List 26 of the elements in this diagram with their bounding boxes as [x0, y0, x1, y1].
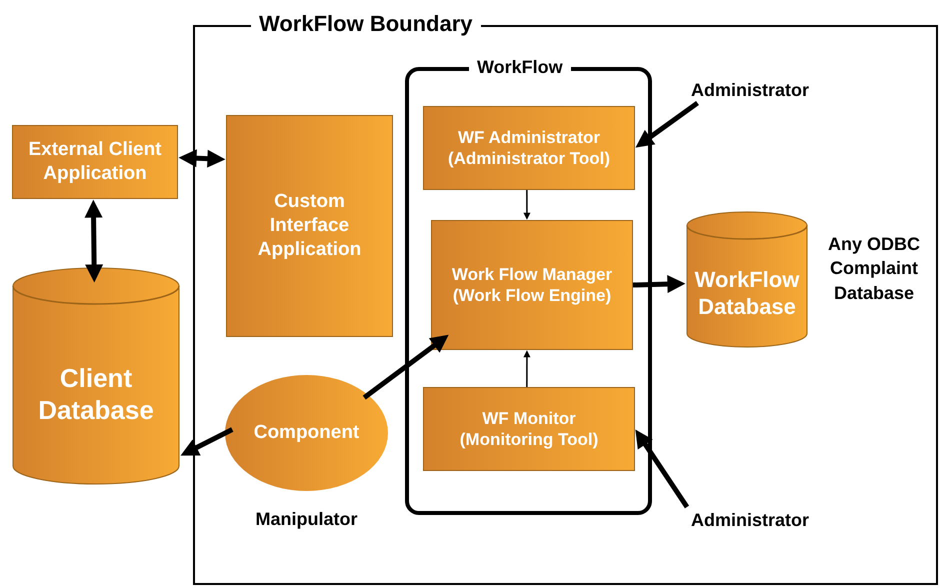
node-label: WorkFlow Database	[694, 266, 800, 320]
arrow	[523, 190, 530, 220]
node-label: Custom Interface Application	[256, 190, 362, 262]
actor-label: Administrator	[675, 77, 825, 103]
caption-text: Any ODBC Complaint Database	[826, 233, 921, 305]
arrow	[178, 149, 226, 168]
process-box	[12, 125, 178, 199]
node-label: WF Monitor (Monitoring Tool)	[458, 408, 600, 450]
actor-label: Administrator	[675, 507, 825, 533]
caption-text: Manipulator	[254, 508, 358, 531]
node-label: WF Administrator (Administrator Tool)	[446, 126, 612, 170]
process-box	[423, 387, 635, 471]
arrow	[180, 427, 234, 456]
process-box	[423, 106, 635, 190]
node-label: External Client Application	[27, 138, 163, 186]
arrow	[635, 430, 690, 508]
node-label: Component	[254, 421, 360, 445]
arrow	[362, 334, 449, 400]
arrow	[635, 100, 699, 148]
process-box	[226, 115, 393, 337]
arrow	[632, 275, 686, 294]
process-box	[431, 220, 633, 350]
node-label: Client Database	[37, 362, 155, 426]
arrow	[523, 350, 530, 387]
node-label: Work Flow Manager (Work Flow Engine)	[450, 264, 614, 306]
arrow	[84, 200, 104, 283]
